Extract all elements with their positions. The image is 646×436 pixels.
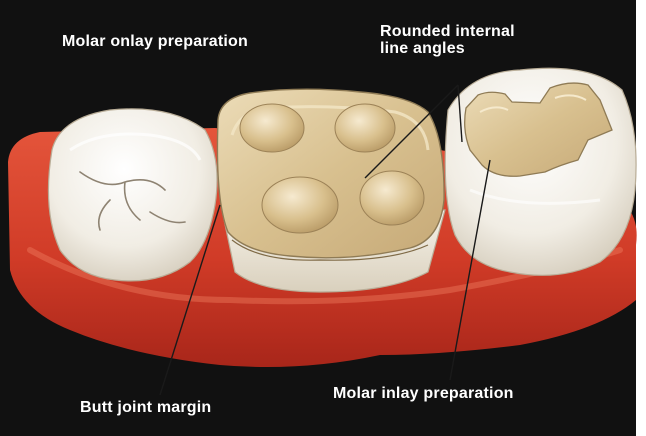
label-rounded-line-2: line angles bbox=[380, 40, 515, 57]
label-molar-onlay-preparation: Molar onlay preparation bbox=[62, 33, 248, 51]
label-rounded-line-1: Rounded internal bbox=[380, 23, 515, 40]
left-molar bbox=[48, 109, 217, 281]
label-butt-joint-margin: Butt joint margin bbox=[80, 399, 211, 417]
label-molar-inlay-preparation: Molar inlay preparation bbox=[333, 385, 514, 403]
inlay-molar bbox=[445, 68, 636, 275]
label-rounded-internal-line-angles: Rounded internal line angles bbox=[380, 23, 515, 57]
onlay-molar bbox=[217, 89, 445, 292]
